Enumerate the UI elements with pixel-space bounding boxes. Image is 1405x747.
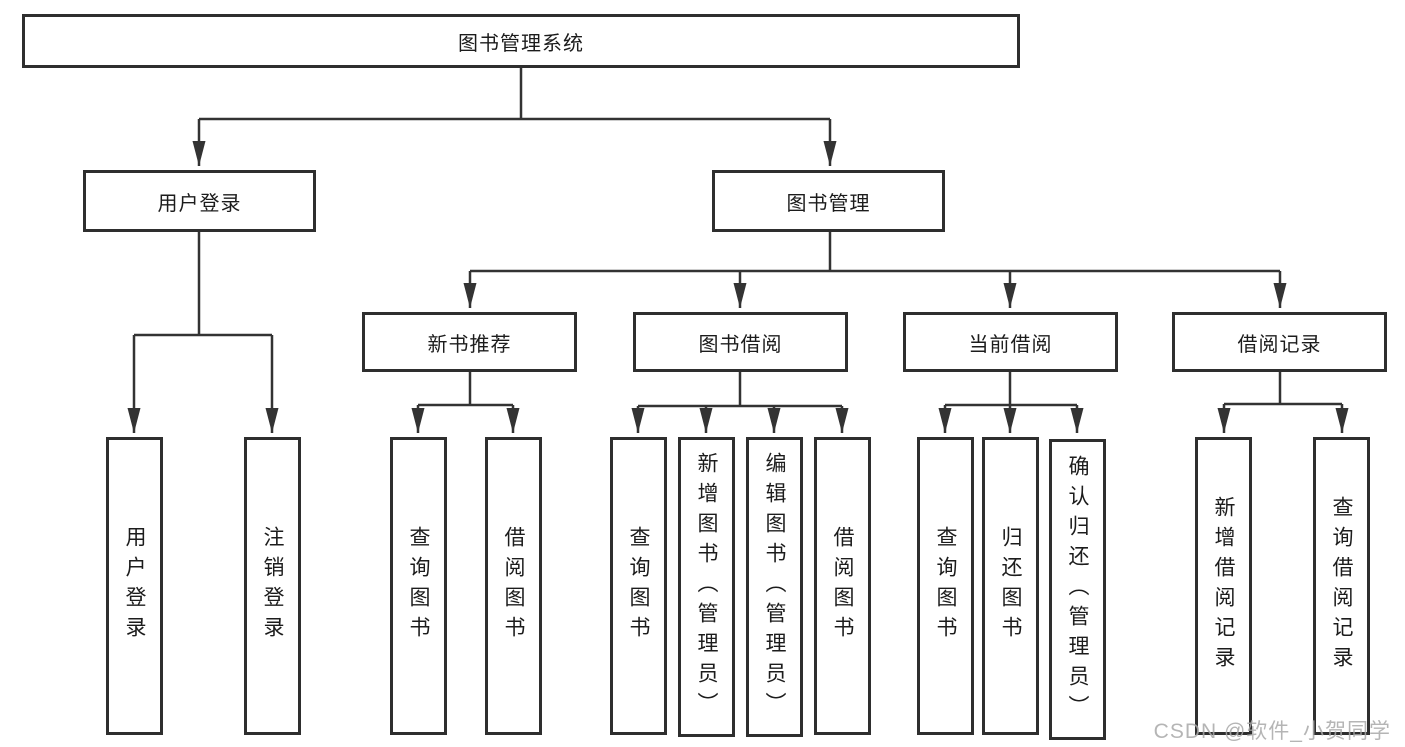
- leaf-add-borrow-record: 新增借阅记录: [1195, 437, 1252, 735]
- node-current-borrow: 当前借阅: [903, 312, 1118, 372]
- leaf-add-books-admin-label: 新增图书（管理员）: [695, 452, 718, 722]
- leaf-query-books-borrow-label: 查询图书: [627, 526, 650, 646]
- connector-new-book-rec: [411, 372, 520, 433]
- leaf-user-login-label: 用户登录: [123, 526, 146, 646]
- node-new-book-rec-label: 新书推荐: [427, 333, 512, 356]
- connector-book-mgmt: [463, 232, 1287, 308]
- connector-borrow-records: [1217, 372, 1349, 433]
- leaf-borrow-books-rec: 借阅图书: [485, 437, 542, 735]
- leaf-edit-books-admin: 编辑图书（管理员）: [746, 437, 803, 737]
- leaf-user-login: 用户登录: [106, 437, 163, 735]
- connector-current-borrow: [938, 372, 1084, 433]
- leaf-confirm-return-admin: 确认归还（管理员）: [1049, 439, 1106, 740]
- leaf-query-books-rec-label: 查询图书: [407, 526, 430, 646]
- node-user-login-label: 用户登录: [157, 192, 242, 215]
- leaf-query-books-current-label: 查询图书: [934, 526, 957, 646]
- node-root-system: 图书管理系统: [22, 14, 1020, 68]
- leaf-query-books-borrow: 查询图书: [610, 437, 667, 735]
- node-root-label: 图书管理系统: [458, 32, 584, 55]
- node-new-book-rec: 新书推荐: [362, 312, 577, 372]
- node-current-borrow-label: 当前借阅: [968, 333, 1053, 356]
- connector-book-borrow: [631, 372, 849, 433]
- connector-user-login: [127, 232, 279, 433]
- node-borrow-records-label: 借阅记录: [1237, 333, 1322, 356]
- leaf-return-books-label: 归还图书: [999, 526, 1022, 646]
- leaf-logout-label: 注销登录: [261, 526, 284, 646]
- node-borrow-records: 借阅记录: [1172, 312, 1387, 372]
- csdn-watermark: CSDN @软件_小贺同学: [1153, 720, 1391, 743]
- leaf-query-books-rec: 查询图书: [390, 437, 447, 735]
- leaf-add-books-admin: 新增图书（管理员）: [678, 437, 735, 737]
- node-book-mgmt-label: 图书管理: [786, 192, 871, 215]
- leaf-logout: 注销登录: [244, 437, 301, 735]
- connector-root: [192, 68, 837, 166]
- leaf-borrow-books: 借阅图书: [814, 437, 871, 735]
- leaf-borrow-books-label: 借阅图书: [831, 526, 854, 646]
- node-user-login: 用户登录: [83, 170, 316, 232]
- leaf-query-borrow-record-label: 查询借阅记录: [1330, 496, 1353, 676]
- leaf-confirm-return-admin-label: 确认归还（管理员）: [1066, 454, 1089, 725]
- node-book-mgmt: 图书管理: [712, 170, 945, 232]
- leaf-edit-books-admin-label: 编辑图书（管理员）: [763, 452, 786, 722]
- leaf-query-borrow-record: 查询借阅记录: [1313, 437, 1370, 735]
- node-book-borrow-label: 图书借阅: [698, 333, 783, 356]
- node-book-borrow: 图书借阅: [633, 312, 848, 372]
- leaf-return-books: 归还图书: [982, 437, 1039, 735]
- leaf-add-borrow-record-label: 新增借阅记录: [1212, 496, 1235, 676]
- leaf-query-books-current: 查询图书: [917, 437, 974, 735]
- leaf-borrow-books-rec-label: 借阅图书: [502, 526, 525, 646]
